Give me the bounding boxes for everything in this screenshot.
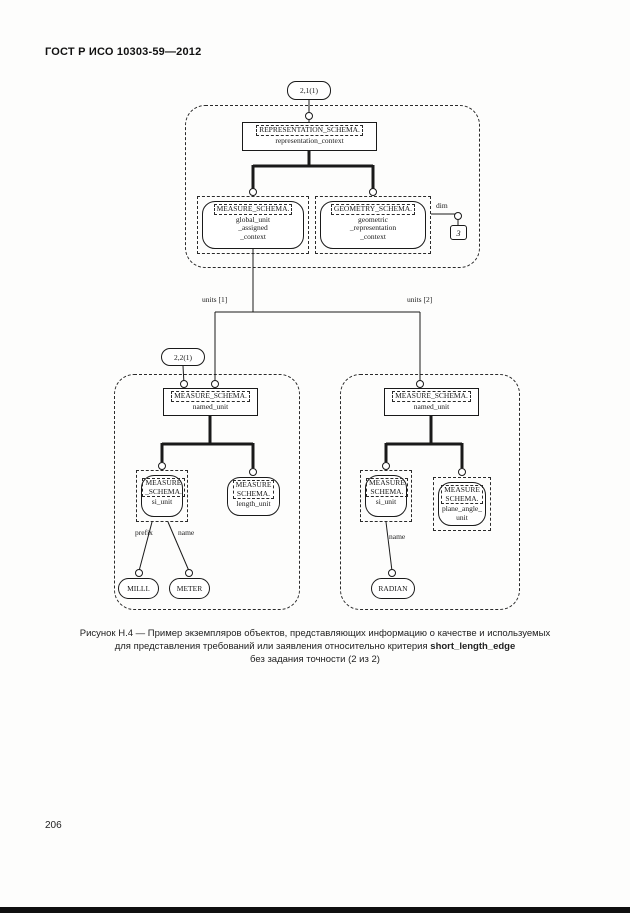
dim-value-box: 3: [450, 225, 467, 240]
entity-attr-text: named_unit: [413, 401, 450, 411]
value-meter: METER: [169, 578, 210, 599]
value-milli: MILLI.: [118, 578, 159, 599]
prefix-label: prefix: [135, 528, 153, 537]
name-label-left: name: [178, 528, 195, 537]
entity-geometric-representation-context: GEOMETRY_SCHEMA. geometric _representati…: [320, 201, 426, 249]
entity-attr-text: plane_angle_: [442, 504, 482, 513]
entity-si-unit-left-wrap: MEASURE _SCHEMA. si_unit: [136, 470, 188, 522]
schema-label: MEASURE_SCHEMA.: [171, 391, 250, 402]
caption-line-2: для представления требований или заявлен…: [25, 640, 605, 653]
entity-named-unit-left: MEASURE_SCHEMA. named_unit: [163, 388, 258, 416]
entity-attr-text: named_unit: [192, 401, 229, 411]
entity-attr-text: unit: [456, 512, 468, 522]
schema-line: MEASURE: [235, 480, 272, 489]
dim-label: dim: [436, 201, 448, 210]
schema-label: MEASURE SCHEMA.: [232, 480, 275, 499]
entity-si-unit-right: MEASURE SCHEMA. si_unit: [365, 475, 408, 517]
page-number: 206: [45, 820, 62, 831]
schema-line: _SCHEMA.: [145, 486, 182, 496]
entity-geometric-representation-context-wrap: GEOMETRY_SCHEMA. geometric _representati…: [315, 196, 431, 254]
entity-attr-text: representation_context: [275, 135, 344, 145]
entity-named-unit-right: MEASURE_SCHEMA. named_unit: [384, 388, 479, 416]
entity-si-unit-right-wrap: MEASURE SCHEMA. si_unit: [360, 470, 412, 522]
page-ref-oval-top: 2,1(1): [287, 81, 331, 100]
schema-label: REPRESENTATION_SCHEMA.: [256, 125, 363, 136]
units2-label: units [2]: [407, 295, 433, 304]
schema-line: MEASURE: [444, 485, 480, 494]
entity-attr-text: si_unit: [375, 497, 397, 506]
page-ref-oval-left: 2,2(1): [161, 348, 205, 366]
entity-global-unit-assigned-context-wrap: MEASURE_SCHEMA. global_unit _assigned _c…: [197, 196, 309, 254]
entity-attr-text: length_unit: [236, 499, 271, 508]
caption-line-2-term: short_length_edge: [430, 641, 516, 652]
entity-attr-text: _representation: [349, 223, 397, 232]
caption-line-3: без задания точности (2 из 2): [250, 654, 380, 665]
entity-global-unit-assigned-context: MEASURE_SCHEMA. global_unit _assigned _c…: [202, 201, 304, 249]
entity-plane-angle-unit: MEASURE SCHEMA. plane_angle_ unit: [438, 482, 486, 526]
entity-length-unit: MEASURE SCHEMA. length_unit: [227, 477, 280, 516]
group-left-units: [114, 374, 300, 610]
schema-label: MEASURE _SCHEMA.: [142, 478, 185, 497]
schema-label: GEOMETRY_SCHEMA.: [330, 204, 416, 215]
schema-label: MEASURE_SCHEMA.: [392, 391, 471, 402]
figure-caption: Рисунок Н.4 — Пример экземпляров объекто…: [25, 627, 605, 666]
caption-line-1: Рисунок Н.4 — Пример экземпляров объекто…: [79, 628, 551, 639]
entity-si-unit-left: MEASURE _SCHEMA. si_unit: [141, 475, 185, 517]
entity-attr-text: geometric: [358, 214, 388, 224]
schema-line: SCHEMA.: [236, 488, 271, 498]
entity-representation-context: REPRESENTATION_SCHEMA. representation_co…: [242, 122, 377, 151]
document-header: ГОСТ Р ИСО 10303-59—2012: [45, 46, 202, 58]
value-radian: RADIAN: [371, 578, 415, 599]
entity-attr-text: _context: [360, 231, 386, 241]
schema-line: SCHEMA.: [370, 486, 404, 496]
units1-label: units [1]: [202, 295, 228, 304]
entity-attr-text: si_unit: [151, 497, 173, 506]
name-label-right: name: [389, 532, 406, 541]
schema-line: MEASURE: [369, 478, 405, 487]
entity-plane-angle-unit-wrap: MEASURE SCHEMA. plane_angle_ unit: [433, 477, 491, 531]
entity-attr-text: _context: [240, 231, 266, 241]
schema-label: MEASURE_SCHEMA.: [213, 204, 293, 215]
group-top-context: [185, 105, 480, 268]
schema-line: SCHEMA.: [445, 493, 479, 503]
caption-line-2-text: для представления требований или заявлен…: [114, 641, 431, 652]
page-bottom-edge: [0, 907, 630, 913]
schema-line: MEASURE: [145, 478, 182, 487]
entity-attr-text: global_unit: [235, 214, 271, 224]
schema-label: MEASURE SCHEMA.: [366, 478, 408, 497]
group-right-units: [340, 374, 520, 610]
entity-attr-text: _assigned: [238, 223, 268, 232]
schema-label: MEASURE SCHEMA.: [441, 485, 483, 504]
